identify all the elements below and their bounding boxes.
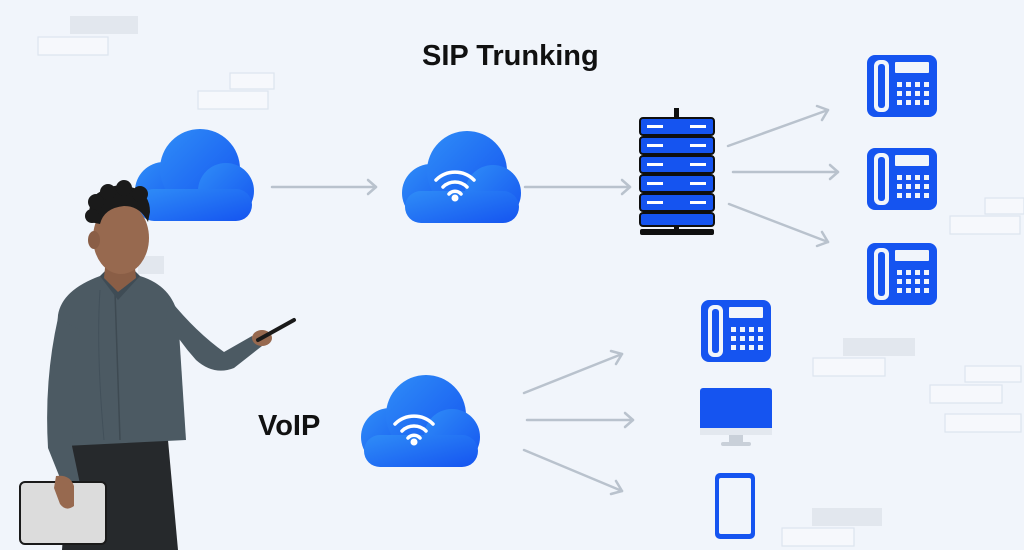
arrow-icon bbox=[525, 411, 635, 429]
person-illustration bbox=[19, 180, 296, 550]
desk-phone-icon bbox=[867, 55, 937, 117]
desk-phone-icon bbox=[867, 148, 937, 210]
arrow-icon bbox=[522, 448, 624, 496]
sip-trunking-title: SIP Trunking bbox=[422, 40, 599, 72]
background-decor bbox=[37, 16, 1024, 547]
wifi-cloud-icon bbox=[361, 375, 480, 467]
wifi-cloud-icon bbox=[402, 131, 521, 223]
desktop-monitor-icon bbox=[700, 388, 772, 446]
arrow-icon bbox=[726, 104, 830, 148]
cloud-icon bbox=[135, 129, 254, 221]
smartphone-icon bbox=[715, 473, 755, 539]
arrow-icon bbox=[727, 202, 830, 248]
arrow-icon bbox=[731, 163, 840, 181]
arrow-icon bbox=[270, 178, 378, 196]
desk-phone-icon bbox=[867, 243, 937, 305]
arrow-icon bbox=[523, 178, 632, 196]
server-rack-icon bbox=[639, 108, 715, 235]
voip-title: VoIP bbox=[258, 410, 321, 442]
arrow-icon bbox=[522, 349, 624, 395]
desk-phone-icon bbox=[701, 300, 771, 362]
